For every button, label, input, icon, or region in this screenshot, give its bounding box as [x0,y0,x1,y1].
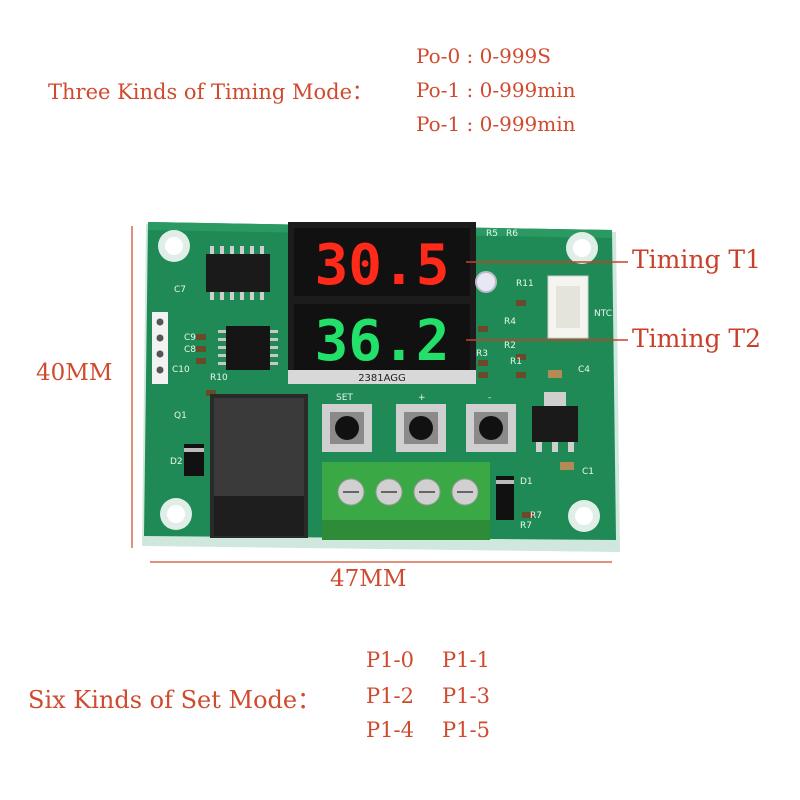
set-button[interactable] [322,404,372,452]
silk-label: NTC [594,309,612,319]
silk-label: R7 [520,521,532,531]
silk-label: C4 [578,365,590,375]
timing-t1-label: Timing T1 [632,245,762,274]
led-display [288,222,476,384]
silk-label: R1 [510,357,522,367]
silk-label: C10 [172,365,190,375]
plus-button[interactable] [396,404,446,452]
silk-label: C9 [184,333,196,343]
timing-t2-label: Timing T2 [632,324,762,353]
silk-label: SET [336,393,353,403]
width-dimension-label: 47MM [330,566,407,592]
terminal-block [322,462,490,540]
silk-label: R4 [504,317,516,327]
timing-mode-item: Po-1 : 0-999min [416,112,576,136]
height-dimension-label: 40MM [36,360,113,386]
set-mode-item: P1-5 [442,718,490,742]
display-model-label: 2381AGG [358,373,406,384]
silk-label: C8 [184,345,196,355]
silk-label: R10 [210,373,228,383]
minus-button[interactable] [466,404,516,452]
silk-label: - [488,393,491,403]
relay [210,394,308,538]
set-mode-title: Six Kinds of Set Mode： [28,686,322,714]
silk-label: R7 [530,511,542,521]
set-mode-item: P1-0 [366,648,414,672]
set-mode-item: P1-4 [366,718,414,742]
mounting-holes [158,230,600,532]
silk-label: R5 [486,229,498,239]
timing-mode-item: Po-0 : 0-999S [416,44,551,68]
set-mode-item: P1-1 [442,648,490,672]
display-top-digits: 30.5 [315,233,450,298]
set-mode-item: P1-3 [442,684,490,708]
silk-label: R3 [476,349,488,359]
smd-components [196,300,574,518]
silk-label: R11 [516,279,534,289]
silk-label: D1 [520,477,533,487]
silk-label: R6 [506,229,518,239]
set-mode-item: P1-2 [366,684,414,708]
ic-chip-middle [218,326,278,370]
silk-label: Q1 [174,411,187,421]
pin-header [152,312,168,384]
silk-label: R2 [504,341,516,351]
ntc-connector [547,275,589,339]
voltage-regulator [532,392,578,452]
silk-label: C1 [582,467,594,477]
silk-label: D2 [170,457,183,467]
timing-mode-title: Three Kinds of Timing Mode： [48,80,374,104]
led-indicator [475,271,497,293]
timing-mode-item: Po-1 : 0-999min [416,78,576,102]
diode-d1 [496,476,514,520]
silk-label: C7 [174,285,186,295]
ic-chip-top [206,246,270,300]
silk-label: + [418,393,426,403]
display-bottom-digits: 36.2 [315,309,450,374]
